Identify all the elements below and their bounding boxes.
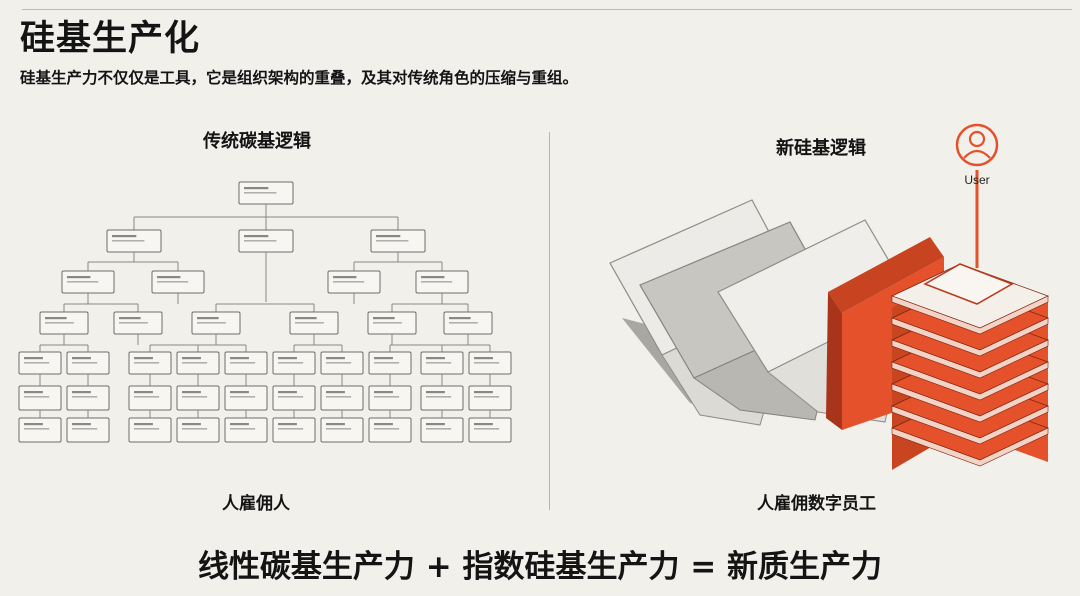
org-node — [272, 385, 316, 411]
org-node — [368, 417, 412, 443]
org-node — [128, 417, 172, 443]
org-node — [238, 229, 294, 253]
formula: 线性碳基生产力 + 指数硅基生产力 = 新质生产力 — [197, 549, 883, 585]
org-node — [224, 351, 268, 375]
right-section-heading: 新硅基逻辑 — [776, 138, 866, 159]
org-node — [367, 311, 417, 335]
page-subtitle: 硅基生产力不仅仅是工具，它是组织架构的重叠，及其对传统角色的压缩与重组。 — [20, 69, 579, 87]
org-node — [39, 311, 89, 335]
org-node — [468, 417, 512, 443]
org-node — [224, 417, 268, 443]
org-node — [191, 311, 241, 335]
org-chart-diagram — [18, 181, 512, 443]
org-node — [18, 417, 62, 443]
left-caption: 人雇佣人 — [222, 494, 290, 514]
user-label: User — [964, 173, 989, 187]
org-node — [128, 351, 172, 375]
org-node — [272, 351, 316, 375]
left-section-heading: 传统碳基逻辑 — [203, 131, 311, 152]
org-node — [420, 351, 464, 375]
section-divider — [549, 132, 550, 510]
top-rule — [22, 9, 1072, 10]
silicon-stack — [890, 263, 1050, 470]
org-node — [289, 311, 339, 335]
right-caption: 人雇佣数字员工 — [757, 494, 876, 514]
user-icon — [955, 123, 999, 167]
stack-top-chip — [923, 263, 1014, 305]
page-title: 硅基生产化 — [20, 19, 201, 59]
org-node — [468, 351, 512, 375]
org-node — [151, 270, 205, 294]
org-node — [18, 351, 62, 375]
silicon-stack-diagram: User — [609, 123, 1050, 470]
org-node — [66, 417, 110, 443]
org-node — [370, 229, 426, 253]
